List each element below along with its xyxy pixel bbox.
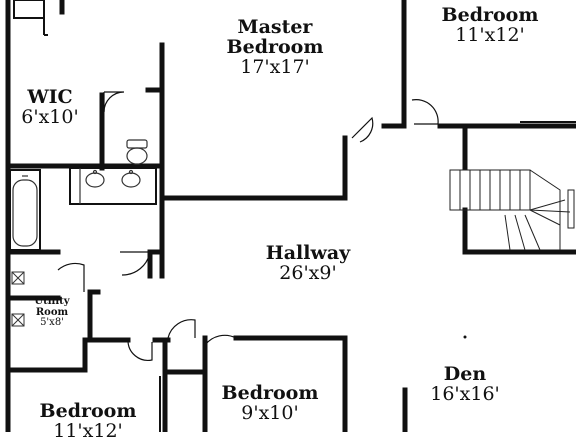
room-label-bedroom-ne: Bedroom 11'x12' — [441, 4, 539, 46]
toilet-icon — [126, 139, 148, 165]
room-label-wic: WIC 6'x10' — [21, 86, 79, 128]
sink-icon — [79, 168, 141, 204]
room-label-bedroom-sw: Bedroom 11'x12' — [39, 400, 137, 442]
floor-plan — [5, 0, 576, 432]
room-label-bedroom-s: Bedroom 9'x10' — [221, 382, 319, 424]
room-label-utility: Utility Room 5'x8' — [34, 296, 70, 328]
staircase — [449, 169, 575, 251]
thin-walls — [9, 0, 576, 432]
room-label-master: Master Bedroom 17'x17' — [226, 16, 324, 78]
room-label-den: Den 16'x16' — [430, 363, 500, 405]
utility-fixtures — [11, 271, 25, 327]
den-marker — [463, 335, 467, 339]
doors — [57, 91, 439, 361]
bathtub-icon — [12, 175, 38, 247]
room-label-hallway: Hallway 26'x9' — [265, 242, 351, 284]
